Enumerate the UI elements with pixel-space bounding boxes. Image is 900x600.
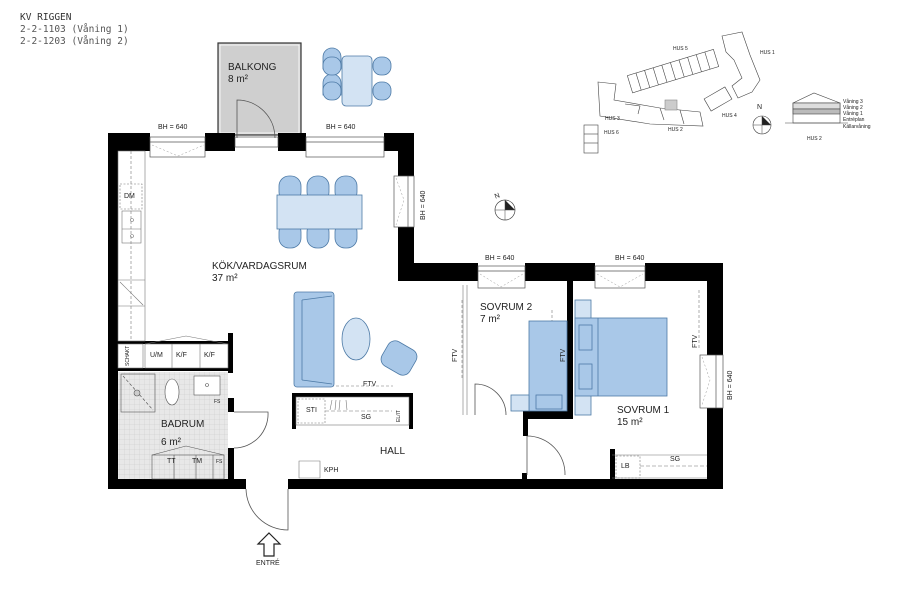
- project-name: KV RIGGEN: [20, 12, 72, 23]
- shaft-label: SCHAKT: [125, 345, 131, 366]
- entrance-door: [245, 488, 289, 531]
- dryer-label: TM: [192, 458, 203, 465]
- section-floor-1: Våning 1: [843, 111, 863, 117]
- plan-header: KV RIGGEN 2-2-1103 (Våning 1) 2-2-1203 (…: [20, 12, 129, 48]
- window-label: BH = 640: [326, 124, 356, 131]
- site-label-hus1: HUS 1: [760, 50, 775, 56]
- window-label: BH = 640: [485, 255, 515, 262]
- window-label: BH = 640: [727, 370, 734, 400]
- unit-line-2: 2-2-1203 (Våning 2): [20, 36, 129, 47]
- ftv-label: FTV: [692, 334, 699, 348]
- compass-icon: [494, 199, 516, 221]
- room-name-balkong: BALKONG: [228, 62, 277, 73]
- window-label: BH = 640: [615, 255, 645, 262]
- ftv-label: FTV: [452, 348, 459, 362]
- room-name-hall: HALL: [380, 446, 406, 457]
- section-diagram: [785, 92, 848, 124]
- wardrobe-label-sg: SG: [361, 414, 372, 421]
- wardrobe-label-kf: K/F: [176, 352, 187, 359]
- section-floor-2: Våning 2: [843, 105, 863, 111]
- room-name-sovrum1: SOVRUM 1: [617, 405, 670, 416]
- room-area-sovrum1: 15 m²: [617, 417, 643, 428]
- unit-line-1: 2-2-1103 (Våning 1): [20, 24, 129, 35]
- site-compass-icon: [752, 115, 772, 135]
- window-label: BH = 640: [158, 124, 188, 131]
- room-name-badrum: BADRUM: [161, 419, 205, 430]
- wardrobe-label-sg: SG: [670, 456, 681, 463]
- site-label-hus3: HUS 3: [605, 116, 620, 122]
- room-area-badrum: 6 m²: [161, 437, 181, 448]
- fs-label: FS: [216, 459, 223, 465]
- site-label-hus5: HUS 5: [673, 46, 688, 52]
- room-area-kok: 37 m²: [212, 273, 238, 284]
- section-floor-entre: Entréplan: [843, 117, 865, 123]
- room-name-kok: KÖK/VARDAGSRUM: [212, 261, 307, 272]
- room-name-sovrum2: SOVRUM 2: [480, 302, 533, 313]
- sti-label: STI: [306, 407, 317, 414]
- ftv-label: FTV: [363, 381, 377, 388]
- section-floor-3: Våning 3: [843, 99, 863, 105]
- site-plan: [583, 31, 761, 154]
- site-label-hus4: HUS 4: [722, 113, 737, 119]
- room-area-balkong: 8 m²: [228, 74, 248, 85]
- section-floor-kallare: Källarvåning: [843, 124, 871, 130]
- linen-label: LB: [621, 463, 630, 470]
- washer-label: TT: [167, 458, 176, 465]
- balcony-area: [217, 42, 302, 136]
- walls: [108, 133, 723, 489]
- fs-label: FS: [214, 399, 221, 405]
- room-area-sovrum2: 7 m²: [480, 314, 500, 325]
- entrance-arrow-icon: [256, 532, 282, 557]
- wardrobe-label-um: U/M: [150, 352, 163, 359]
- wardrobe-label-kf: K/F: [204, 352, 215, 359]
- furniture: [276, 47, 668, 416]
- section-building-label: HUS 2: [807, 136, 822, 142]
- ftv-label: FTV: [560, 348, 567, 362]
- site-label-hus2: HUS 2: [668, 127, 683, 133]
- coat-rack-label: KPH: [324, 467, 339, 474]
- entrance-label: ENTRÉ: [256, 560, 280, 567]
- windows: [149, 136, 724, 409]
- compass-north-label: N: [757, 104, 763, 111]
- electrical-label: EL/IT: [396, 410, 402, 422]
- window-label: BH = 640: [420, 190, 427, 220]
- site-label-hus6: HUS 6: [604, 130, 619, 136]
- dishwasher-label: DM: [124, 193, 135, 200]
- balcony-door: [236, 99, 276, 139]
